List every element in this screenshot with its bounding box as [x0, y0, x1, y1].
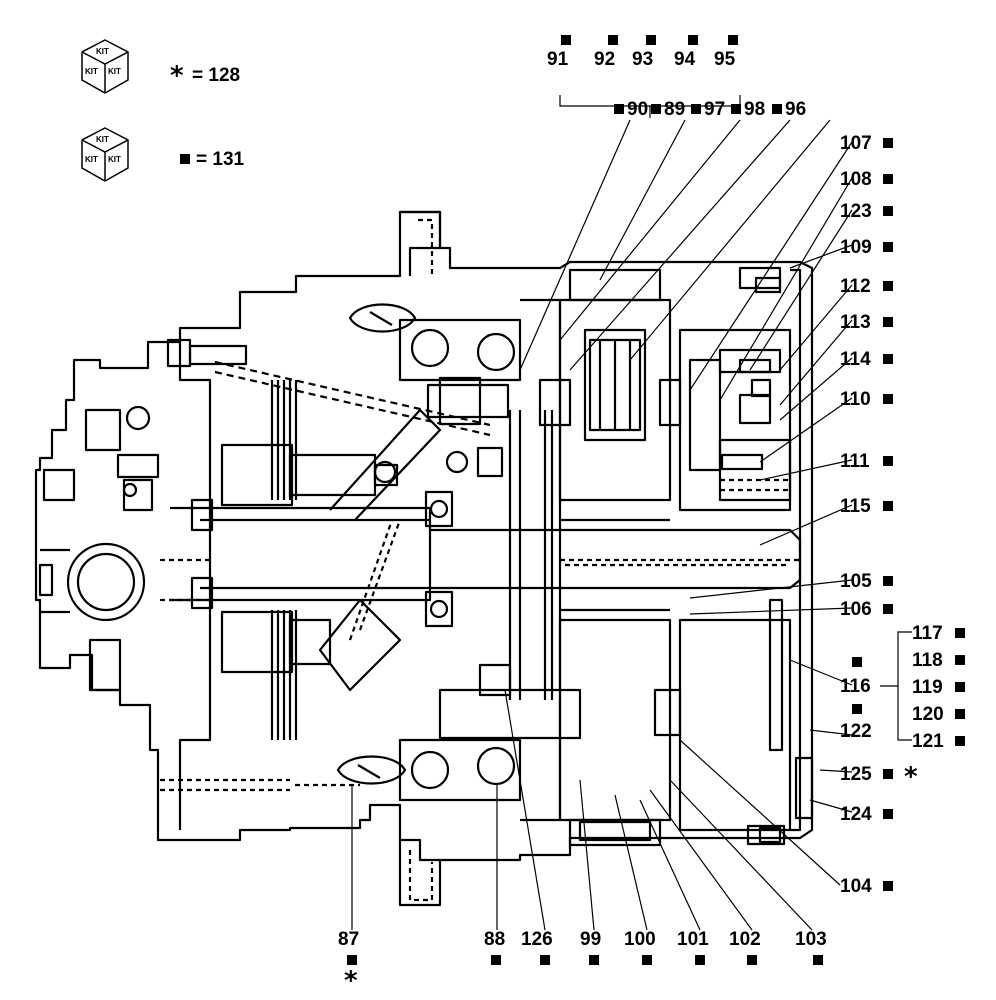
marker-126	[540, 955, 550, 965]
marker-88	[491, 955, 501, 965]
kit-label-2a: KIT	[96, 135, 109, 144]
callout-99: 99	[580, 929, 602, 950]
callout-93: 93	[632, 49, 654, 70]
marker-114	[883, 354, 893, 364]
marker-113	[883, 317, 893, 327]
callout-104: 104	[840, 876, 872, 897]
callout-109: 109	[840, 237, 872, 258]
marker-105	[883, 576, 893, 586]
marker-89	[651, 104, 661, 114]
callout-105: 105	[840, 571, 872, 592]
kit-label-1a: KIT	[96, 47, 109, 56]
marker-119	[955, 682, 965, 692]
marker-96	[772, 104, 782, 114]
star-87: *	[344, 966, 358, 996]
marker-115	[883, 501, 893, 511]
marker-102	[747, 955, 757, 965]
callout-113: 113	[840, 312, 871, 333]
star-125: *	[904, 762, 918, 792]
callout-121: 121	[912, 731, 944, 752]
marker-125	[883, 769, 893, 779]
callout-125: 125	[840, 764, 872, 785]
marker-116-top	[852, 657, 862, 667]
housing-outline	[34, 210, 814, 862]
callout-117: 117	[912, 623, 943, 644]
callout-120: 120	[912, 704, 944, 725]
callout-89: 89	[664, 99, 686, 120]
callout-115: 115	[840, 496, 871, 517]
marker-116-bottom	[852, 704, 862, 714]
marker-91	[561, 35, 571, 45]
callout-107: 107	[840, 133, 872, 154]
marker-92	[608, 35, 618, 45]
callout-118: 118	[912, 650, 943, 671]
callout-96: 96	[785, 99, 807, 120]
legend-star-symbol: *	[170, 61, 184, 91]
legend-star-value: = 128	[192, 65, 241, 86]
callout-98: 98	[744, 99, 766, 120]
marker-123	[883, 206, 893, 216]
callout-122: 122	[840, 721, 872, 742]
marker-90	[614, 104, 624, 114]
marker-124	[883, 809, 893, 819]
callout-114: 114	[840, 349, 871, 370]
marker-104	[883, 881, 893, 891]
callout-95: 95	[714, 49, 736, 70]
callout-116: 116	[840, 676, 871, 697]
callout-111: 111	[840, 451, 870, 472]
callout-88: 88	[484, 929, 506, 950]
kit-cube-icon-1	[81, 39, 129, 94]
callout-97: 97	[704, 99, 726, 120]
marker-101	[695, 955, 705, 965]
callout-100: 100	[624, 929, 656, 950]
callout-119: 119	[912, 677, 943, 698]
marker-109	[883, 242, 893, 252]
marker-120	[955, 709, 965, 719]
marker-94	[688, 35, 698, 45]
marker-107	[883, 138, 893, 148]
marker-108	[883, 174, 893, 184]
marker-103	[813, 955, 823, 965]
marker-110	[883, 394, 893, 404]
marker-112	[883, 281, 893, 291]
marker-106	[883, 604, 893, 614]
callout-124: 124	[840, 804, 872, 825]
kit-label-1b: KIT	[85, 67, 98, 76]
marker-97	[691, 104, 701, 114]
kit-label-2c: KIT	[108, 155, 121, 164]
kit-label-1c: KIT	[108, 67, 121, 76]
callout-102: 102	[729, 929, 761, 950]
marker-93	[646, 35, 656, 45]
marker-99	[589, 955, 599, 965]
marker-117	[955, 628, 965, 638]
callout-110: 110	[840, 389, 871, 410]
callout-103: 103	[795, 929, 827, 950]
marker-118	[955, 655, 965, 665]
marker-121	[955, 736, 965, 746]
callout-91: 91	[547, 49, 569, 70]
kit-cube-icon-2	[81, 127, 129, 182]
marker-95	[728, 35, 738, 45]
callout-123: 123	[840, 201, 872, 222]
legend-square-symbol	[180, 154, 190, 164]
callout-90: 90	[627, 99, 649, 120]
marker-87	[347, 955, 357, 965]
marker-100	[642, 955, 652, 965]
callout-87: 87	[338, 929, 360, 950]
callout-92: 92	[594, 49, 616, 70]
callout-106: 106	[840, 599, 872, 620]
marker-111	[883, 456, 893, 466]
callout-101: 101	[677, 929, 709, 950]
callout-108: 108	[840, 169, 872, 190]
legend-square-value: = 131	[196, 149, 245, 170]
callout-112: 112	[840, 276, 871, 297]
callout-126: 126	[521, 929, 553, 950]
marker-98	[731, 104, 741, 114]
kit-label-2b: KIT	[85, 155, 98, 164]
callout-94: 94	[674, 49, 696, 70]
